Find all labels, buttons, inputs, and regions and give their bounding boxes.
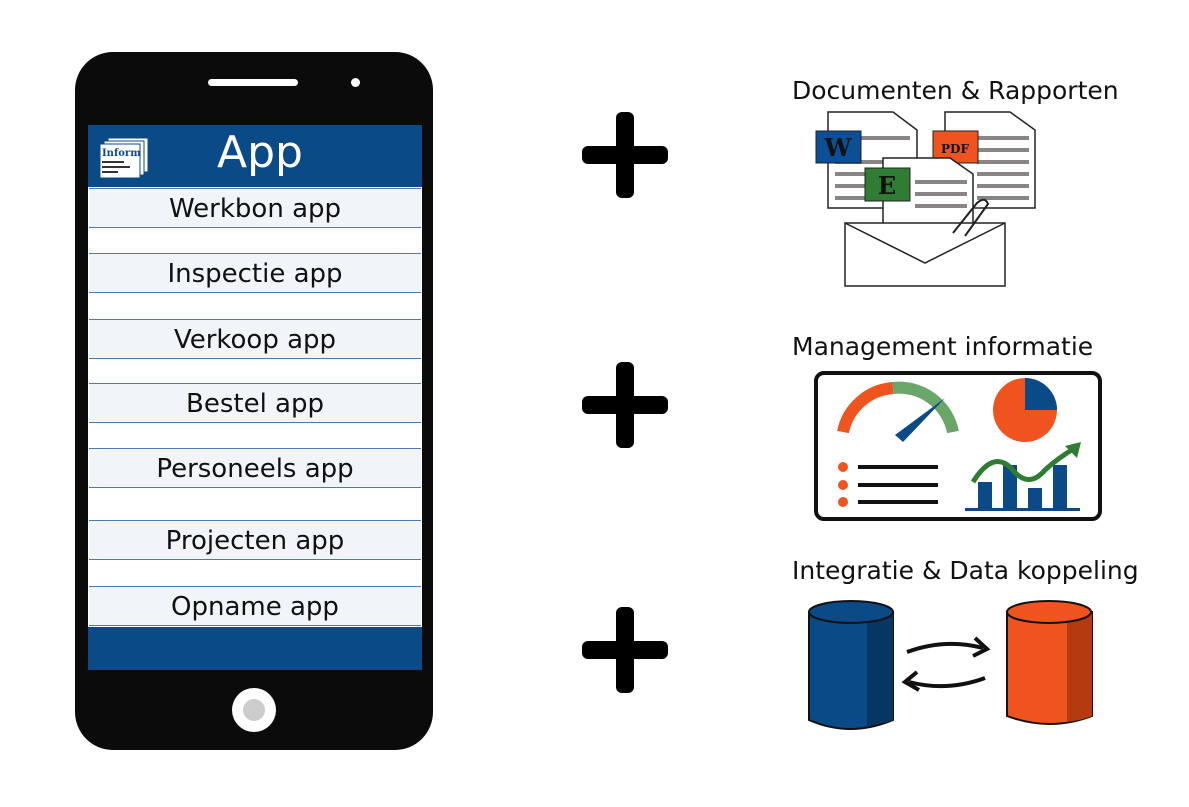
inform-logo-icon: Inform [99,137,149,179]
svg-text:PDF: PDF [941,142,969,156]
home-button[interactable] [232,688,276,732]
app-item-projecten[interactable]: Projecten app [89,520,421,560]
documents-envelope-icon: W PDF E [815,111,1036,287]
app-item-personeels[interactable]: Personeels app [89,448,421,488]
dashboard-icon [814,371,1102,521]
app-item-opname[interactable]: Opname app [89,586,421,626]
app-item-verkoop[interactable]: Verkoop app [89,319,421,359]
feature-title-documents: Documenten & Rapporten [792,76,1119,105]
app-item-inspectie[interactable]: Inspectie app [89,253,421,293]
database-sync-icon [808,600,1093,730]
plus-icon [582,112,668,198]
app-header: Inform App [88,125,422,187]
app-item-bestel[interactable]: Bestel app [89,383,421,423]
svg-text:W: W [824,133,853,162]
speaker [208,79,298,86]
app-title: App [217,127,303,178]
plus-icon [582,607,668,693]
camera [351,78,360,87]
phone: Inform App Werkbon app Inspectie app Ver… [75,52,433,750]
phone-screen: Inform App Werkbon app Inspectie app Ver… [88,125,422,670]
plus-icon [582,362,668,448]
svg-text:E: E [878,171,896,200]
feature-title-management: Management informatie [792,332,1094,361]
feature-title-integration: Integratie & Data koppeling [792,556,1139,585]
svg-text:Inform: Inform [102,148,141,159]
app-list: Werkbon app Inspectie app Verkoop app Be… [88,187,422,627]
app-item-werkbon[interactable]: Werkbon app [89,188,421,228]
